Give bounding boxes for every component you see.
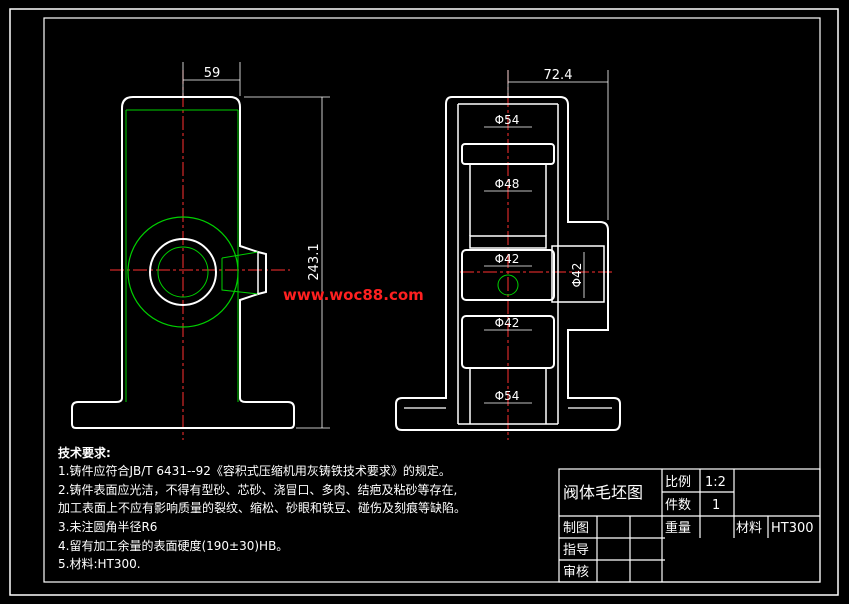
left-hidden-bore — [125, 109, 239, 402]
left-side-flange-hidden — [221, 251, 259, 295]
dim-59-label: 59 — [204, 66, 221, 81]
tech-req-heading: 技术要求: — [58, 445, 111, 460]
right-hidden-hole — [497, 274, 519, 296]
tech-req-line-3: 加工表面上不应有影响质量的裂纹、缩松、砂眼和铁豆、碰伤及刻痕等缺陷。 — [58, 500, 466, 515]
right-bore-48 — [469, 164, 547, 236]
right-view: Φ54 Φ48 Φ42 Φ42 Φ42 Φ54 72.4 — [395, 68, 621, 440]
tech-req-line-5: 4.留有加工余量的表面硬度(190±30)HB。 — [58, 538, 288, 553]
tech-requirements: 技术要求: 1.铸件应符合JB/T 6431--92《容积式压缩机用灰铸铁技术要… — [58, 445, 466, 571]
tb-drawn-label: 制图 — [563, 521, 589, 536]
outer-border — [9, 8, 839, 596]
inner-border — [43, 17, 821, 583]
tb-approved-label: 审核 — [563, 565, 589, 580]
right-mid-collar — [469, 235, 547, 249]
dim-42-lower-label: Φ42 — [495, 316, 520, 330]
left-boss-bore-circle — [157, 246, 209, 298]
tb-weight-label: 重量 — [665, 520, 691, 536]
tb-scale-value: 1:2 — [705, 475, 726, 490]
left-boss-inner-circle — [149, 238, 217, 306]
tb-checked-label: 指导 — [563, 543, 589, 558]
dim-48-label: Φ48 — [495, 177, 520, 191]
tech-req-line-1: 1.铸件应符合JB/T 6431--92《容积式压缩机用灰铸铁技术要求》的规定。 — [58, 463, 451, 478]
title-block-frame — [558, 468, 821, 583]
dim-42-upper-label: Φ42 — [495, 252, 520, 266]
left-boss-outer-circle — [127, 216, 239, 328]
tech-req-line-4: 3.未注圆角半径R6 — [58, 519, 157, 534]
tb-scale-label: 比例 — [665, 475, 691, 490]
title-block-text: 阀体毛坯图 比例 1:2 件数 1 重量 材料 HT300 制图 指导 审核 — [563, 475, 814, 580]
left-view: 59 243.1 — [71, 62, 330, 440]
dim-42-side-label: Φ42 — [570, 263, 584, 288]
dim-243-label: 243.1 — [307, 243, 322, 280]
right-top-collar — [461, 143, 555, 165]
right-upper-chamber — [461, 249, 555, 301]
tb-material-value: HT300 — [771, 521, 814, 536]
right-lower-chamber — [461, 315, 555, 369]
tb-part-name: 阀体毛坯图 — [563, 483, 643, 502]
title-block — [558, 468, 821, 583]
dim-72-label: 72.4 — [544, 68, 573, 83]
right-inner-wall — [457, 103, 559, 425]
dim-54-top-label: Φ54 — [495, 113, 520, 127]
watermark-text: www.woc88.com — [283, 286, 424, 304]
tech-req-line-2: 2.铸件表面应光洁，不得有型砂、芯砂、浇冒口、多肉、结疤及粘砂等存在, — [58, 482, 457, 497]
right-body-outline — [395, 96, 621, 431]
tb-qty-label: 件数 — [665, 498, 691, 513]
tb-qty-value: 1 — [712, 498, 720, 513]
tb-material-label: 材料 — [736, 521, 762, 536]
right-side-port — [551, 245, 605, 303]
dim-54-bottom-label: Φ54 — [495, 389, 520, 403]
left-body-outline — [71, 96, 295, 429]
right-bottom-bore — [469, 368, 547, 424]
tech-req-line-6: 5.材料:HT300. — [58, 557, 141, 571]
